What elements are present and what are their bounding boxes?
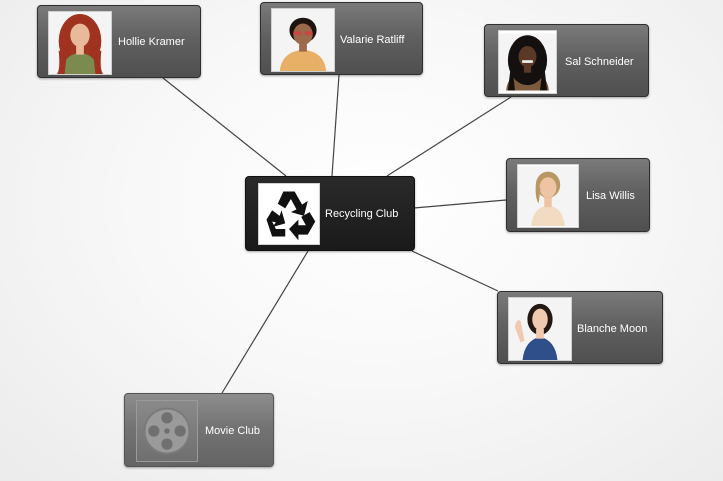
link-valarie-ratliff (331, 74, 340, 177)
person-name: Sal Schneider (565, 56, 634, 68)
group-photo (136, 400, 198, 462)
person-node-blanche-moon[interactable]: Blanche Moon (497, 291, 663, 364)
link-blanche-moon (411, 250, 499, 292)
film-reel-icon (143, 407, 191, 455)
person-photo (271, 8, 335, 72)
link-hollie-kramer (162, 77, 287, 177)
group-name: Recycling Club (325, 208, 399, 220)
group-node-recycling-club[interactable]: Recycling Club (245, 176, 415, 251)
person-name: Lisa Willis (586, 190, 635, 202)
person-photo (508, 297, 572, 361)
person-avatar-icon (272, 9, 334, 71)
link-sal-schneider (386, 96, 512, 177)
person-photo (517, 164, 579, 228)
group-photo (258, 183, 320, 245)
person-node-hollie-kramer[interactable]: Hollie Kramer (37, 5, 201, 78)
person-avatar-icon (49, 12, 111, 74)
group-node-movie-club[interactable]: Movie Club (124, 393, 274, 467)
person-name: Hollie Kramer (118, 36, 185, 48)
person-name: Blanche Moon (577, 323, 648, 335)
person-name: Valarie Ratliff (340, 34, 405, 46)
person-avatar-icon (499, 33, 556, 91)
link-movie-club (221, 250, 309, 394)
group-name: Movie Club (205, 425, 261, 437)
person-node-sal-schneider[interactable]: Sal Schneider (484, 24, 649, 97)
person-node-valarie-ratliff[interactable]: Valarie Ratliff (260, 2, 423, 75)
person-node-lisa-willis[interactable]: Lisa Willis (506, 158, 650, 232)
person-photo (48, 11, 112, 75)
link-lisa-willis (413, 199, 507, 209)
recycle-icon (266, 191, 316, 241)
person-avatar-icon (509, 298, 571, 360)
person-avatar-icon (518, 166, 578, 226)
person-photo (498, 30, 557, 94)
